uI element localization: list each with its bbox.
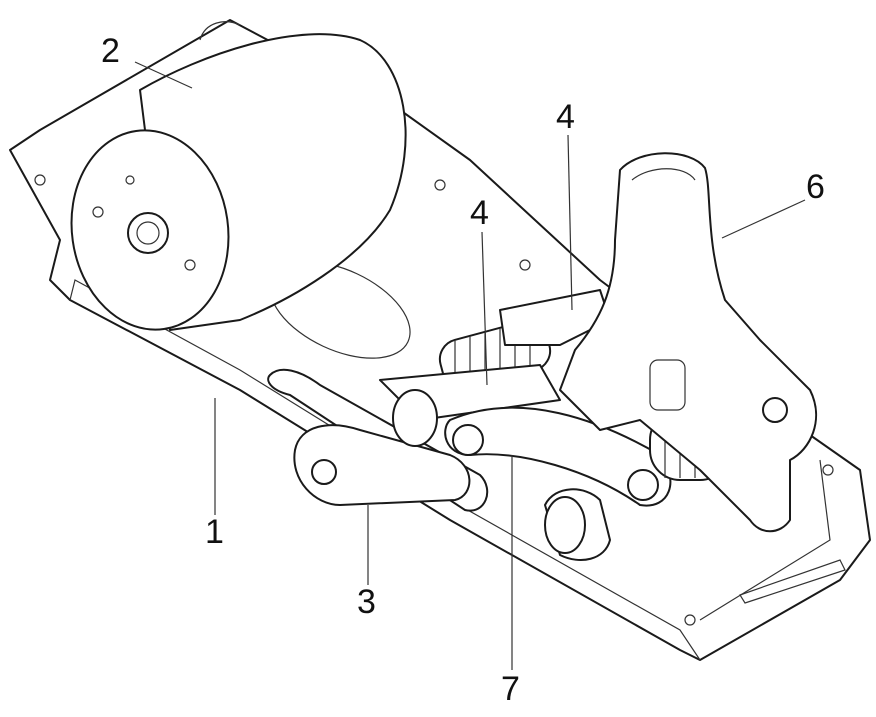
callout-label-lever: 6 — [806, 170, 825, 204]
callout-label-spring-lower: 4 — [470, 196, 489, 230]
callout-label-spring-upper: 4 — [556, 100, 575, 134]
callout-label-motor: 2 — [101, 34, 120, 68]
callout-label-link-arm: 7 — [501, 672, 520, 706]
callout-label-handle: 3 — [357, 585, 376, 619]
knob — [545, 489, 610, 560]
leader-line-6 — [722, 200, 805, 238]
callout-label-base-plate: 1 — [205, 515, 224, 549]
